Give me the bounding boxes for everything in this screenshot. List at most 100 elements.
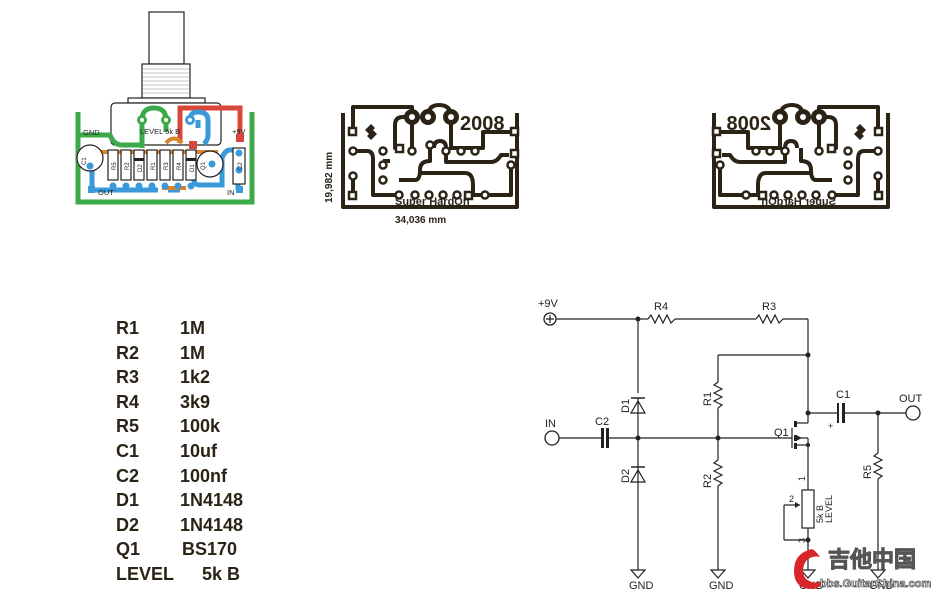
c1-symbol (837, 403, 839, 423)
bom-value: 5k B (202, 563, 241, 584)
schem-pot-value: 5k B (815, 505, 825, 523)
bom-row: D1 1N4148 (116, 490, 243, 515)
schem-pin-1: 1 (797, 476, 807, 481)
bom-row: LEVEL 5k B (116, 564, 243, 589)
d1-symbol (629, 397, 647, 414)
schem-r5-label: R5 (862, 465, 874, 479)
bom-value: 1N4148 (180, 514, 244, 535)
schem-r2-label: R2 (702, 474, 714, 488)
layout-r5: R5 (112, 162, 118, 170)
power-trace (177, 105, 243, 143)
layout-9v-label: +9V (232, 127, 246, 136)
schem-q1-label: Q1 (774, 427, 789, 439)
out-terminal[interactable] (905, 405, 921, 421)
layout-r4: R4 (177, 162, 183, 170)
bom-ref: R5 (116, 416, 140, 437)
pcb-mirror: 2008 Super HardOn (711, 103, 890, 209)
schem-c2-label: C2 (595, 416, 609, 428)
bom-ref: R1 (116, 318, 140, 338)
bom-value: 100nf (180, 465, 228, 486)
layout-pot-label: LEVEL 5k B (140, 127, 180, 136)
gnd-symbol (799, 569, 817, 579)
bom-row: Q1 BS170 (116, 539, 243, 564)
bom-value: 1N4148 (180, 490, 244, 511)
bom-ref: D2 (116, 514, 140, 535)
layout-d2: D2 (138, 164, 144, 172)
schematic: +9V IN OUT R4 R3 C2 C1 Q1 D1 D2 R1 R2 R5… (538, 298, 923, 592)
bom-ref: C2 (116, 465, 140, 486)
bom-ref: R3 (116, 367, 140, 388)
schem-in-label: IN (545, 418, 556, 430)
bom-ref: R2 (116, 342, 140, 363)
c2-symbol (601, 428, 604, 448)
pcb-mirror-year: 2008 (727, 113, 772, 135)
schem-pot-name: LEVEL (824, 495, 834, 523)
layout-c2: C2 (238, 162, 244, 170)
component-layout: GND +9V OUT IN LEVEL 5k B C1 R5 R2 D2 R1… (75, 11, 255, 205)
r4-symbol (647, 313, 676, 325)
layout-gnd-label: GND (83, 128, 100, 137)
c1-outline (76, 144, 104, 172)
schem-gnd-label: GND (869, 580, 894, 592)
layout-in-label: IN (227, 188, 235, 197)
bom-value: 100k (180, 416, 221, 437)
bom-ref: D1 (116, 490, 140, 511)
pot-symbol (801, 489, 815, 529)
schem-pin-3: 3 (797, 538, 807, 543)
layout-r3: R3 (164, 162, 170, 170)
bom-row: R2 1M (116, 343, 243, 368)
bom-ref: Q1 (116, 539, 141, 560)
schem-gnd-label: GND (629, 580, 654, 592)
layout-c1: C1 (82, 157, 88, 165)
layout-r2: R2 (125, 162, 131, 170)
bom-row: R1 1M (116, 318, 243, 343)
bom-value: 10uf (180, 440, 218, 461)
schem-d2-label: D2 (620, 469, 632, 483)
gnd-symbol (869, 569, 887, 579)
watermark-url: bbs.GuitarChina.com (820, 578, 931, 590)
bom-row: R3 1k2 (116, 367, 243, 392)
bom-row: D2 1N4148 (116, 515, 243, 540)
pcb-width-dimension: 34,036 mm (395, 215, 446, 226)
pcb-front-year: 2008 (460, 113, 505, 135)
signal-trace (187, 109, 241, 190)
layout-r1: R1 (151, 162, 157, 170)
pcb-height-dimension: 19,982 mm (324, 152, 335, 203)
r1-symbol (712, 381, 724, 409)
schem-pin-2: 2 (789, 494, 794, 504)
c2-outline (232, 147, 246, 185)
schem-c1-plus: + (828, 421, 833, 431)
schem-9v-label: +9V (538, 298, 559, 310)
pcb-front: 2008 Super HardOn 34,036 mm 19,982 mm (324, 103, 520, 226)
bom-value: BS170 (182, 539, 238, 560)
bom-value: 1M (180, 318, 206, 338)
dragon-logo-icon (794, 549, 824, 589)
bom-value: 3k9 (180, 391, 211, 412)
schem-c1-label: C1 (836, 389, 850, 401)
bom-value: 1k2 (180, 367, 211, 388)
r5-symbol (872, 452, 884, 480)
in-terminal[interactable] (544, 430, 560, 446)
layout-out-label: OUT (98, 188, 114, 197)
bom-ref: LEVEL (116, 563, 175, 584)
layout-d1: D1 (190, 164, 196, 172)
r3-symbol (755, 313, 784, 325)
d2-symbol (629, 465, 647, 485)
bom-value: 1M (180, 342, 206, 363)
schem-gnd-label: GND (709, 580, 734, 592)
bom-row: R5 100k (116, 416, 243, 441)
schem-r1-label: R1 (702, 392, 714, 406)
pcb-mirror-name: Super HardOn (761, 196, 836, 208)
gnd-symbol (709, 569, 727, 579)
bom-ref: C1 (116, 440, 140, 461)
logo-icon (365, 124, 377, 140)
bom-row: C2 100nf (116, 466, 243, 491)
gnd-symbol (629, 569, 647, 579)
layout-q1: Q1 (201, 161, 207, 170)
watermark: 吉他中国 bbs.GuitarChina.com (794, 547, 932, 590)
schem-d1-label: D1 (620, 399, 632, 413)
schem-r3-label: R3 (762, 301, 776, 313)
pcb-front-name: Super HardOn (395, 196, 470, 208)
